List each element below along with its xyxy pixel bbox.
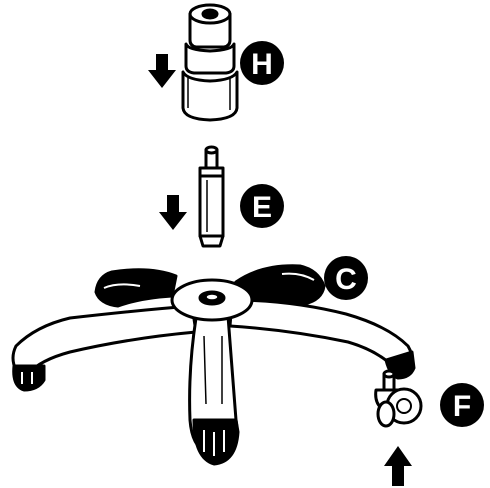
- cylinder-cover-part-h: [181, 3, 239, 122]
- gas-lift-part-e: [198, 145, 225, 248]
- arrow-down-icon-e: [159, 195, 187, 230]
- label-f: F: [453, 390, 471, 423]
- label-badge-c: C: [324, 256, 368, 300]
- label-c: C: [335, 263, 357, 296]
- label-badge-e: E: [240, 184, 284, 228]
- arrow-up-icon-f: [384, 446, 412, 486]
- arrow-down-icon-h: [148, 54, 176, 88]
- caster-wheel-part-f: [374, 369, 423, 428]
- label-h: H: [251, 48, 273, 81]
- chair-base-part-c: [11, 264, 416, 466]
- label-badge-f: F: [440, 383, 484, 427]
- label-e: E: [252, 191, 272, 224]
- label-badge-h: H: [240, 41, 284, 85]
